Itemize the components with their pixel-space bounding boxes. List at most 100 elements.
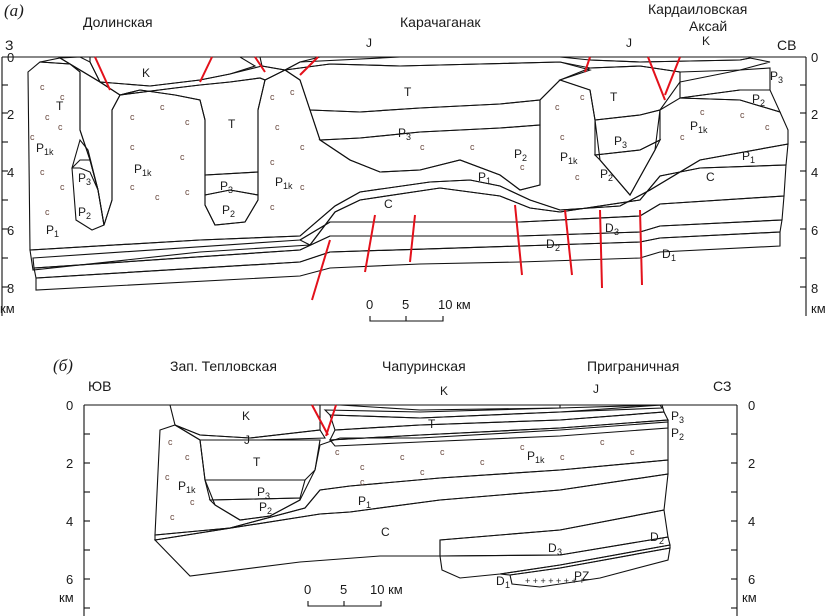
svg-text:5: 5 [402, 297, 409, 312]
basement-pattern-b: + + + + + + + + [525, 576, 585, 586]
faults-a [94, 56, 681, 301]
svg-text:J: J [366, 36, 372, 50]
svg-text:2: 2 [86, 211, 91, 221]
scale-bar-b: 0 5 10 км [304, 582, 403, 607]
svg-text:c: c [300, 142, 305, 152]
svg-text:c: c [160, 102, 165, 112]
svg-text:4: 4 [811, 165, 818, 180]
svg-text:D: D [650, 530, 659, 544]
svg-text:c: c [480, 457, 485, 467]
svg-text:8: 8 [811, 281, 818, 296]
svg-text:T: T [253, 455, 261, 469]
svg-text:2: 2 [608, 173, 613, 183]
svg-text:J: J [244, 433, 250, 447]
svg-text:1: 1 [54, 229, 59, 239]
well-kardailovskaya: Кардаиловская [648, 1, 747, 17]
svg-text:1: 1 [366, 500, 371, 510]
svg-text:P: P [527, 449, 535, 463]
panel-label-b: (б) [53, 356, 73, 375]
svg-text:c: c [360, 477, 365, 487]
svg-text:P: P [178, 479, 186, 493]
svg-text:2: 2 [555, 243, 560, 253]
svg-text:C: C [381, 525, 390, 539]
svg-text:3: 3 [622, 140, 627, 150]
svg-text:c: c [765, 122, 770, 132]
svg-text:4: 4 [7, 165, 14, 180]
layer-P3-center [309, 99, 541, 141]
svg-text:1k: 1k [283, 181, 293, 191]
svg-text:T: T [610, 90, 618, 104]
well-aksai: Аксай [689, 18, 727, 34]
svg-text:P: P [671, 409, 679, 423]
well-dolinskaya: Долинская [83, 14, 153, 30]
layer-K-small [259, 56, 321, 71]
svg-text:c: c [600, 437, 605, 447]
svg-text:2: 2 [659, 536, 664, 546]
svg-text:3: 3 [614, 227, 619, 237]
svg-text:0: 0 [748, 398, 755, 413]
svg-text:2: 2 [760, 98, 765, 108]
svg-text:c: c [185, 117, 190, 127]
svg-text:T: T [404, 85, 412, 99]
svg-text:c: c [560, 132, 565, 142]
svg-text:c: c [185, 452, 190, 462]
svg-text:2: 2 [679, 432, 684, 442]
svg-text:c: c [60, 92, 65, 102]
layer-J-b-right [323, 404, 664, 419]
svg-text:D: D [605, 221, 614, 235]
svg-text:3: 3 [86, 177, 91, 187]
svg-text:P: P [220, 179, 228, 193]
svg-text:c: c [170, 512, 175, 522]
layer-K-b-left [169, 404, 321, 439]
layer-P1k-b [154, 421, 669, 536]
svg-text:D: D [496, 574, 505, 588]
svg-text:2: 2 [7, 107, 14, 122]
svg-text:c: c [270, 92, 275, 102]
svg-text:10 км: 10 км [438, 297, 471, 312]
layer-P2-center [318, 124, 541, 191]
svg-text:c: c [555, 102, 560, 112]
depth-ticks-b [84, 433, 737, 609]
svg-text:0: 0 [304, 582, 311, 597]
svg-text:2: 2 [267, 506, 272, 516]
svg-text:P: P [259, 500, 267, 514]
svg-text:D: D [546, 237, 555, 251]
pocket-P2-b [208, 497, 301, 521]
svg-text:3: 3 [679, 415, 684, 425]
svg-text:1k: 1k [698, 125, 708, 135]
svg-text:P: P [614, 134, 622, 148]
svg-text:P: P [560, 150, 568, 164]
pocket-P3-b [204, 479, 306, 501]
svg-text:P: P [398, 126, 406, 140]
layer-J-top [284, 56, 771, 73]
layer-T-center [283, 61, 592, 113]
direction-northwest: СЗ [713, 378, 731, 394]
svg-text:c: c [400, 452, 405, 462]
svg-text:1: 1 [750, 155, 755, 165]
svg-text:P: P [36, 141, 44, 155]
pocket-P2-mid [204, 189, 259, 226]
svg-text:1: 1 [671, 253, 676, 263]
panel-label-a: (а) [4, 1, 24, 20]
svg-text:5: 5 [340, 582, 347, 597]
svg-text:1: 1 [486, 176, 491, 186]
svg-text:2: 2 [230, 209, 235, 219]
direction-northeast: СВ [777, 37, 796, 53]
depth-labels-a-left: 0 2 4 6 8 км [0, 50, 15, 316]
svg-text:K: K [440, 384, 448, 398]
svg-text:c: c [680, 132, 685, 142]
svg-text:6: 6 [748, 572, 755, 587]
svg-text:1k: 1k [568, 156, 578, 166]
svg-text:c: c [60, 182, 65, 192]
svg-text:T: T [428, 417, 436, 431]
svg-text:c: c [520, 442, 525, 452]
scale-bar-a: 0 5 10 км [366, 297, 471, 322]
svg-text:c: c [520, 162, 525, 172]
svg-text:K: K [702, 34, 710, 48]
svg-text:c: c [420, 467, 425, 477]
